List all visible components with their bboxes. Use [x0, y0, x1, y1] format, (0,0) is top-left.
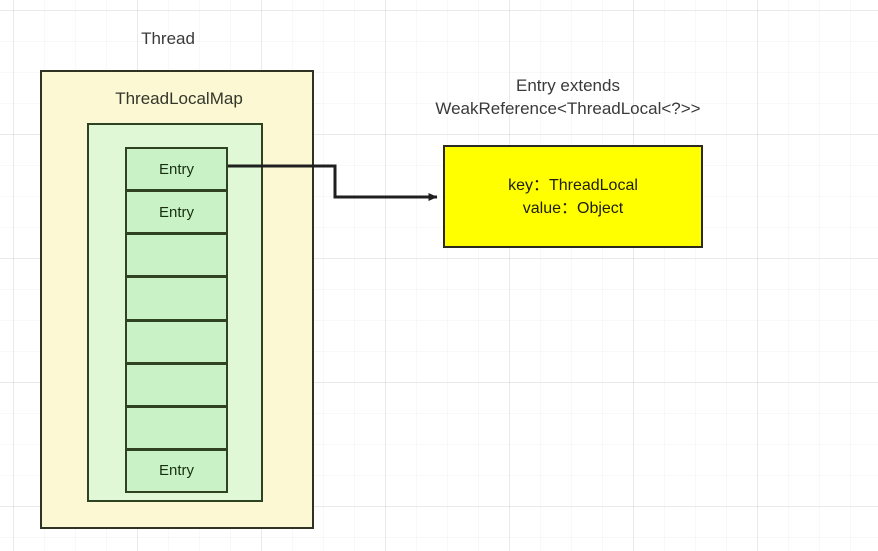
entry-cell[interactable]	[125, 276, 228, 321]
thread-title-label: Thread	[141, 29, 195, 48]
entry-cell[interactable]	[125, 233, 228, 278]
entry-extends-line-1: Entry extends	[516, 76, 620, 95]
entry-cell[interactable]: Entry	[125, 448, 228, 493]
entry-table: Entry Entry Entry	[125, 147, 228, 493]
entry-cell[interactable]	[125, 319, 228, 364]
entry-value-line: value：Object	[522, 199, 624, 217]
entry-key-line: key：ThreadLocal	[508, 176, 638, 194]
entry-cell[interactable]: Entry	[125, 147, 228, 192]
entry-detail-box: key：ThreadLocal value：Object	[443, 145, 703, 248]
entry-cell[interactable]	[125, 405, 228, 450]
entry-extends-line-2: WeakReference<ThreadLocal<?>>	[435, 99, 701, 118]
entry-cell[interactable]: Entry	[125, 190, 228, 235]
entry-cell[interactable]	[125, 362, 228, 407]
threadlocalmap-label: ThreadLocalMap	[115, 89, 243, 108]
